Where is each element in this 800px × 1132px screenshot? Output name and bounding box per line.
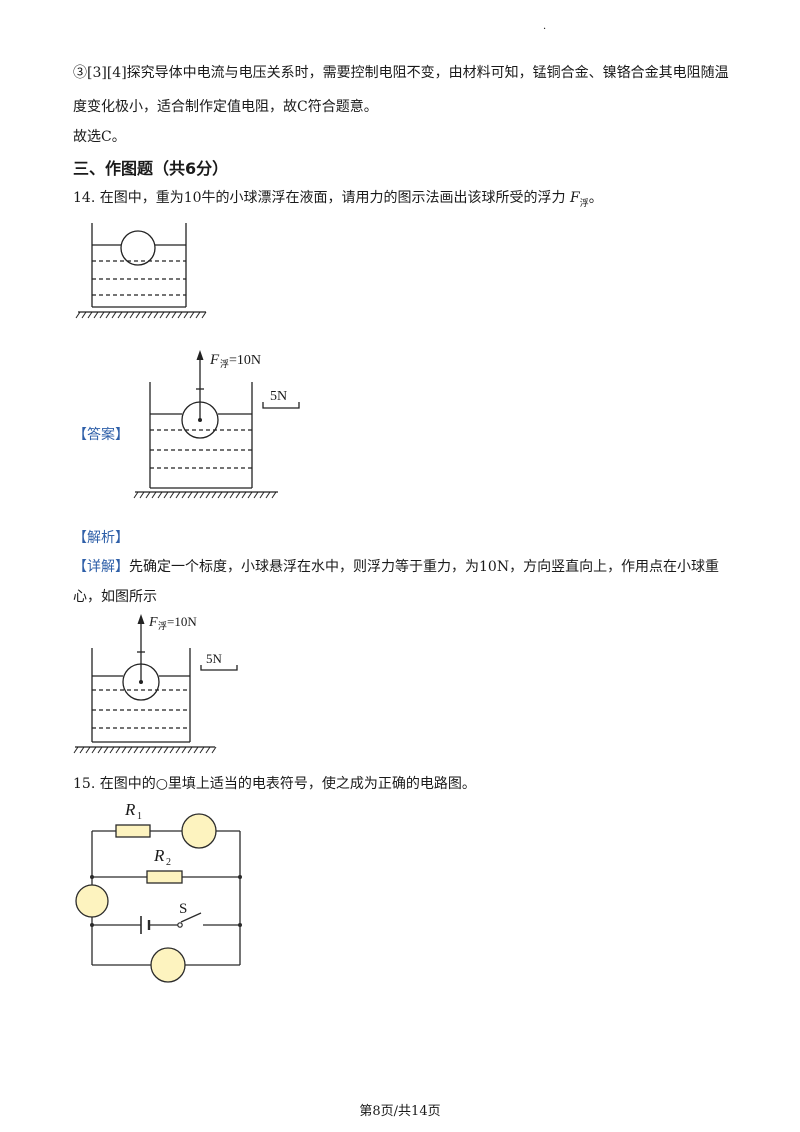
force-symbol: F [569, 190, 580, 206]
question-15: 15. 在图中的○里填上适当的电表符号，使之成为正确的电路图。 [73, 776, 476, 792]
r1-subscript: 1 [137, 811, 142, 822]
paragraph-line: 故选C。 [73, 129, 126, 145]
meter-slot-bottom[interactable] [150, 947, 186, 983]
section-title: 三、作图题（共6分） [73, 159, 229, 178]
meter-slot-left[interactable] [75, 884, 109, 918]
force-label-f: F [148, 615, 158, 630]
force-label-sub: 浮 [220, 358, 229, 369]
r2-subscript: 2 [166, 857, 171, 868]
question-14-end: 。 [588, 190, 603, 206]
resistor-r2 [146, 870, 183, 884]
resistor-r1 [115, 824, 151, 838]
answer-figure: F 浮 =10N 5N [133, 350, 300, 499]
paragraph-line: ③[3][4]探究导体中电流与电压关系时，需要控制电阻不变，由材料可知，锰铜合金… [73, 65, 729, 81]
analysis-tag: 【解析】 [73, 530, 129, 546]
question-14: 14. 在图中，重为10牛的小球漂浮在液面，请用力的图示法画出该球所受的浮力 F… [73, 187, 603, 209]
force-label-f: F [209, 352, 220, 368]
r1-label: R [124, 800, 136, 819]
meter-slot-top[interactable] [181, 813, 217, 849]
detail-figure: F 浮 =10N 5N [73, 614, 238, 754]
answer-tag: 【答案】 [73, 427, 129, 443]
scale-label: 5N [206, 651, 223, 666]
header-mark: · [543, 24, 547, 35]
r2-label: R [153, 846, 165, 865]
paragraph-line: 度变化极小，适合制作定值电阻，故C符合题意。 [73, 99, 378, 115]
circuit-figure: R 1 R 2 S [75, 800, 242, 983]
detail-tag: 【详解】 [73, 559, 129, 575]
detail-line-2: 心，如图所示 [73, 589, 157, 605]
detail-line-1: 【详解】先确定一个标度，小球悬浮在水中，则浮力等于重力，为10N，方向竖直向上，… [73, 556, 719, 576]
switch-label: S [179, 901, 187, 917]
detail-text: 先确定一个标度，小球悬浮在水中，则浮力等于重力，为10N，方向竖直向上，作用点在… [129, 559, 720, 575]
force-label-value: =10N [229, 353, 261, 368]
force-label-value: =10N [167, 614, 197, 629]
force-label-sub: 浮 [158, 620, 167, 631]
page-footer: 第8页/共14页 [359, 1104, 441, 1119]
floating-ball-figure [75, 223, 207, 319]
scale-label: 5N [270, 389, 287, 404]
question-14-text: 14. 在图中，重为10牛的小球漂浮在液面，请用力的图示法画出该球所受的浮力 [73, 190, 566, 206]
force-subscript: 浮 [579, 198, 589, 209]
